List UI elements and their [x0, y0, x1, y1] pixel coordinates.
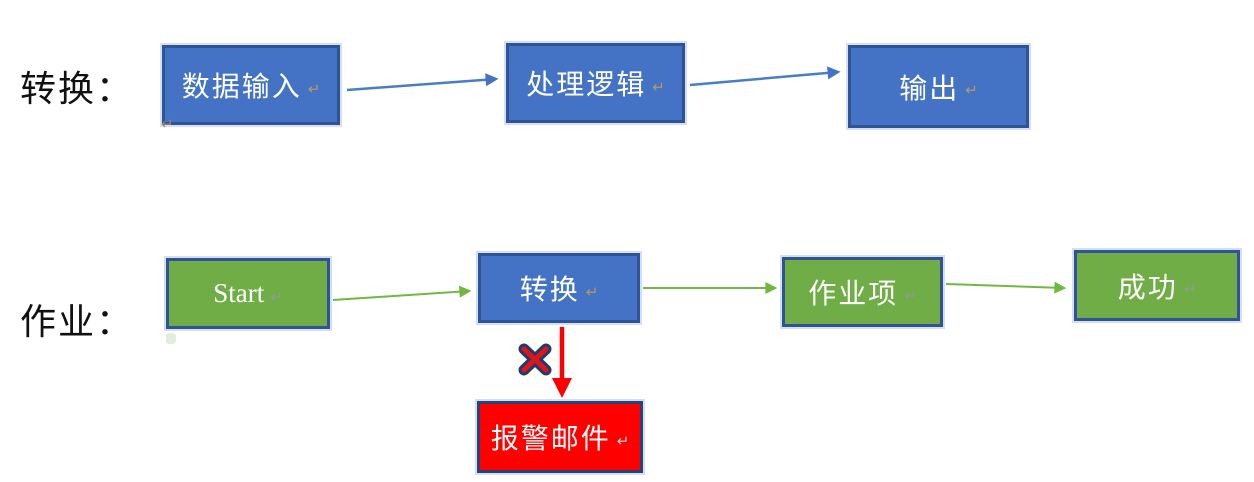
node-transform[interactable]: 转换 ↵: [478, 253, 640, 323]
node-start[interactable]: Start ↵: [166, 258, 330, 329]
node-label: 转换: [519, 274, 580, 305]
anchor-dot: [166, 333, 176, 344]
paragraph-mark-icon: ↵: [652, 78, 665, 96]
row-label-transform: 转换：: [20, 68, 135, 109]
arrow-start-to-transform[interactable]: [332, 285, 472, 301]
error-x-icon: [518, 343, 552, 376]
paragraph-mark-icon: ↵: [270, 289, 283, 306]
node-alert-mail[interactable]: 报警邮件 ↵: [477, 401, 643, 473]
node-processing-logic[interactable]: 处理逻辑 ↵: [506, 43, 685, 123]
arrow-job-item-to-success[interactable]: [945, 281, 1067, 294]
paragraph-mark-icon: ↵: [161, 116, 174, 133]
paragraph-mark-icon: ↵: [965, 82, 978, 99]
node-label: Start: [213, 278, 265, 308]
arrow-processing-logic-to-output[interactable]: [689, 66, 841, 87]
node-label: 处理逻辑: [526, 69, 647, 100]
paragraph-mark-icon: ↵: [1183, 281, 1197, 298]
paragraph-mark-icon: ↵: [904, 287, 917, 305]
node-label: 成功: [1117, 271, 1178, 303]
node-success[interactable]: 成功 ↵: [1074, 250, 1240, 321]
node-job-item[interactable]: 作业项 ↵: [782, 257, 943, 327]
node-label: 输出: [899, 72, 960, 104]
arrow-data-input-to-processing-logic[interactable]: [346, 73, 499, 92]
paragraph-mark-icon: ↵: [307, 80, 321, 98]
node-label: 数据输入: [181, 71, 302, 102]
row-label-job: 作业：: [20, 301, 135, 342]
paragraph-mark-icon: ↵: [585, 283, 599, 301]
paragraph-mark-icon: ↵: [616, 432, 630, 450]
node-output[interactable]: 输出 ↵: [848, 45, 1029, 128]
node-data-input[interactable]: 数据输入 ↵: [162, 45, 340, 125]
node-label: 报警邮件: [490, 423, 611, 454]
node-label: 作业项: [808, 278, 899, 309]
